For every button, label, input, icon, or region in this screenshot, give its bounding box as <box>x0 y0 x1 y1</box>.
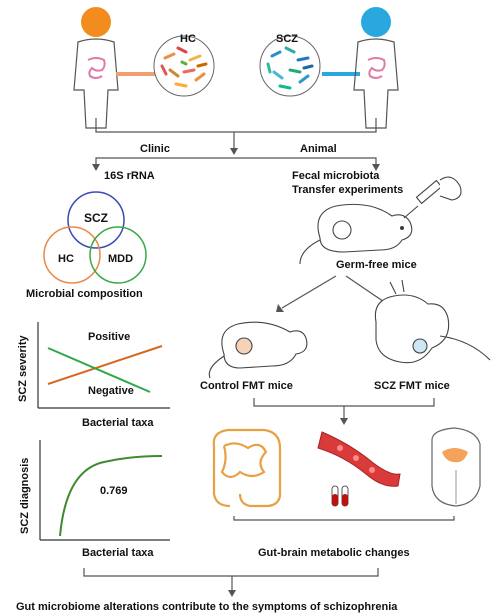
venn-caption: Microbial composition <box>26 288 143 300</box>
conclusion-text: Gut microbiome alterations contribute to… <box>16 601 398 613</box>
severity-plot <box>37 322 170 409</box>
scz-person-head <box>361 7 391 37</box>
scz-microbiota-icon <box>259 35 321 97</box>
blood-vessel-icon <box>317 431 401 487</box>
venn-scz-circle <box>67 191 125 249</box>
negative-label: Negative <box>88 385 134 397</box>
bottom-bracket <box>83 568 379 577</box>
control-fmt-mouse-icon <box>208 321 308 379</box>
negative-line <box>47 347 151 393</box>
hc-person <box>73 7 119 129</box>
animal-label: Animal <box>300 143 337 155</box>
clinic-label: Clinic <box>140 143 170 155</box>
severity-xlabel: Bacterial taxa <box>82 417 154 429</box>
diagnosis-curve <box>59 455 163 537</box>
fecal-label-line1: Fecal microbiota <box>292 170 380 182</box>
brain-icon <box>431 427 481 507</box>
germ-free-mouse-icon <box>299 203 413 265</box>
severity-ylabel: SCZ severity <box>17 334 29 402</box>
intestine-icon <box>212 428 282 508</box>
scz-fmt-mouse-icon <box>374 279 491 364</box>
syringe-icon <box>403 176 462 219</box>
fecal-label-line2: Transfer experiments <box>292 184 403 196</box>
auc-value: 0.769 <box>100 485 128 497</box>
hc-person-head <box>81 7 111 37</box>
rrna-label: 16S rRNA <box>104 170 155 182</box>
diagnosis-ylabel: SCZ diagnosis <box>19 458 31 534</box>
scz-fmt-label: SCZ FMT mice <box>374 380 450 392</box>
positive-label: Positive <box>88 331 130 343</box>
control-fmt-label: Control FMT mice <box>200 380 293 392</box>
top-bracket <box>95 118 377 133</box>
hc-microbiota-icon <box>153 35 215 97</box>
venn-diagram <box>43 191 147 284</box>
scz-intestine-icon <box>367 57 386 79</box>
venn-hc-circle <box>43 226 101 284</box>
venn-scz-label: SCZ <box>84 211 108 225</box>
blood-tubes-icon <box>331 485 349 507</box>
venn-mdd-label: MDD <box>108 253 133 265</box>
venn-mdd-circle <box>89 226 147 284</box>
diagnosis-xlabel: Bacterial taxa <box>82 547 154 559</box>
diagnosis-plot <box>39 440 170 541</box>
scz-label: SCZ <box>276 33 298 45</box>
hc-label: HC <box>180 33 196 45</box>
germ-free-label: Germ-free mice <box>336 259 417 271</box>
venn-hc-label: HC <box>58 253 74 265</box>
hc-intestine-icon <box>87 57 106 79</box>
changes-label: Gut-brain metabolic changes <box>258 547 410 559</box>
scz-person <box>353 7 399 129</box>
positive-line <box>47 345 163 385</box>
